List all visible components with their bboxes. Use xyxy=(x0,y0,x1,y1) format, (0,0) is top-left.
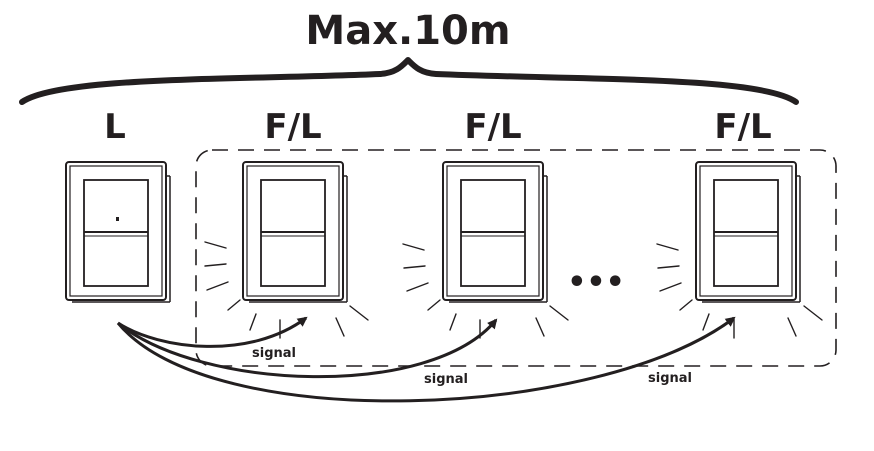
switch-fl-1 xyxy=(242,161,348,303)
signal-label-1: signal xyxy=(252,346,296,361)
switch-label-fl-3: F/L xyxy=(714,107,771,147)
switch-label-fl-1: F/L xyxy=(264,107,321,147)
switch-label-fl-2: F/L xyxy=(464,107,521,147)
range-brace xyxy=(19,57,799,105)
signal-label-2: signal xyxy=(424,372,468,387)
signal-arrow-1 xyxy=(117,316,308,348)
switch-fl-2 xyxy=(442,161,548,303)
receivers-dashed-frame xyxy=(195,149,837,367)
signal-rays-1 xyxy=(204,241,369,339)
signal-label-3: signal xyxy=(648,371,692,386)
switch-label-l: L xyxy=(104,107,126,147)
signal-arrow-2 xyxy=(117,318,498,379)
switch-l xyxy=(65,161,171,303)
signal-rays-3 xyxy=(656,243,823,339)
signal-rays-2 xyxy=(402,243,569,339)
more-switches-ellipsis: ••• xyxy=(567,265,625,300)
switch-fl-3 xyxy=(695,161,801,303)
range-title: Max.10m xyxy=(305,8,510,54)
signal-arrow-3 xyxy=(116,316,736,403)
